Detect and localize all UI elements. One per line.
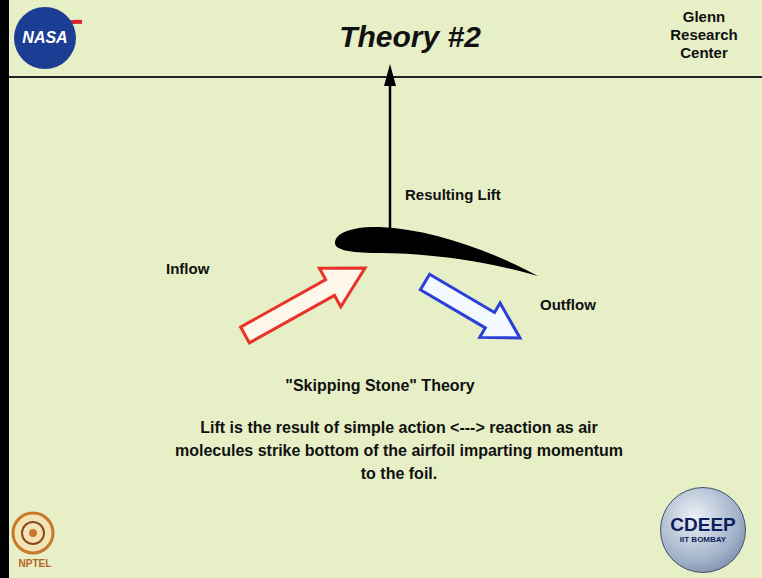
- nptel-logo: [13, 513, 53, 553]
- slide-title: Theory #2: [230, 20, 590, 54]
- logo-subtext: IIT BOMBAY: [680, 536, 726, 545]
- inflow-arrow: [241, 268, 365, 343]
- nasa-logo: NASA: [14, 7, 76, 69]
- cdeep-logo: CDEEPIIT BOMBAY: [660, 487, 746, 573]
- outflow-arrow: [420, 274, 520, 338]
- logo-text: NASA: [22, 29, 67, 47]
- nptel-logo-ring: [22, 522, 44, 544]
- explanation: Lift is the result of simple action <---…: [168, 416, 630, 485]
- theory-name: "Skipping Stone" Theory: [215, 376, 545, 395]
- lift-arrowhead: [384, 64, 396, 86]
- header-rule: [9, 76, 762, 78]
- left-bar: [0, 0, 9, 578]
- lift-arrow-shaft: [389, 84, 392, 230]
- logo-text: CDEEP: [670, 515, 735, 536]
- lift-label: Resulting Lift: [405, 186, 545, 204]
- center-name: Glenn Research Center: [662, 8, 746, 62]
- inflow-label: Inflow: [166, 260, 246, 278]
- nptel-logo-core: [29, 529, 37, 537]
- nptel-text: NPTEL: [10, 558, 60, 570]
- outflow-label: Outflow: [540, 296, 630, 314]
